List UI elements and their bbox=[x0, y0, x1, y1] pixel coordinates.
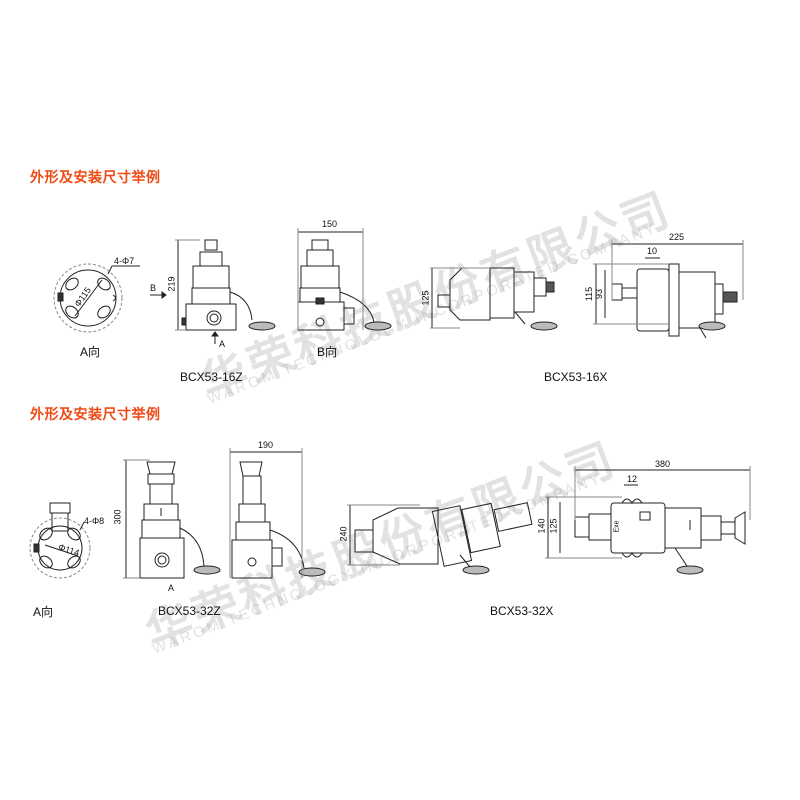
dim-width: 190 bbox=[258, 440, 274, 450]
dim-outer: 115 bbox=[584, 286, 595, 302]
model-label: BCX53-32X bbox=[490, 604, 554, 618]
dim-holes: 4-Φ7 bbox=[114, 256, 135, 266]
arrow-label-a: A bbox=[219, 339, 226, 349]
dim-length: 225 bbox=[669, 232, 685, 242]
dim-gap: 12 bbox=[627, 474, 638, 484]
dim-height: 219 bbox=[166, 276, 177, 292]
a-view-32 bbox=[29, 502, 91, 579]
dim-height: 125 bbox=[420, 290, 431, 306]
dim-gap: 10 bbox=[647, 246, 658, 256]
model-label: BCX53-16X bbox=[544, 370, 608, 384]
dim-holes: 4-Φ8 bbox=[84, 516, 105, 526]
x-side-view-32x bbox=[347, 502, 533, 575]
dim-height: 240 bbox=[338, 526, 349, 542]
dim-width: 150 bbox=[322, 219, 338, 229]
view-label-a: A向 bbox=[33, 605, 54, 619]
dim-height: 300 bbox=[112, 509, 123, 525]
x-top-view-16x bbox=[593, 240, 744, 339]
front-view-16z bbox=[150, 239, 276, 344]
x-side-view-16x bbox=[430, 267, 558, 331]
model-label: BCX53-32Z bbox=[158, 604, 221, 618]
view-label-b: B向 bbox=[317, 345, 338, 359]
x-top-view-32x bbox=[545, 466, 751, 575]
section-title: 外形及安装尺寸举例 bbox=[30, 169, 161, 185]
dim-inner: 93 bbox=[594, 288, 605, 300]
dim-outer: 140 bbox=[536, 518, 547, 534]
side-view-16z bbox=[297, 228, 392, 331]
view-label-a: A向 bbox=[80, 345, 101, 359]
side-view-32z bbox=[229, 448, 326, 579]
model-label: BCX53-16Z bbox=[180, 370, 243, 384]
section-title: 外形及安装尺寸举例 bbox=[30, 406, 161, 422]
dim-length: 380 bbox=[655, 459, 671, 469]
arrow-label-a: A bbox=[168, 583, 175, 593]
ex-marking: Exe bbox=[613, 520, 621, 533]
arrow-label-b: B bbox=[150, 283, 157, 293]
a-view-16 bbox=[53, 263, 140, 333]
front-view-32z bbox=[123, 459, 221, 579]
dim-inner: 125 bbox=[548, 518, 559, 534]
